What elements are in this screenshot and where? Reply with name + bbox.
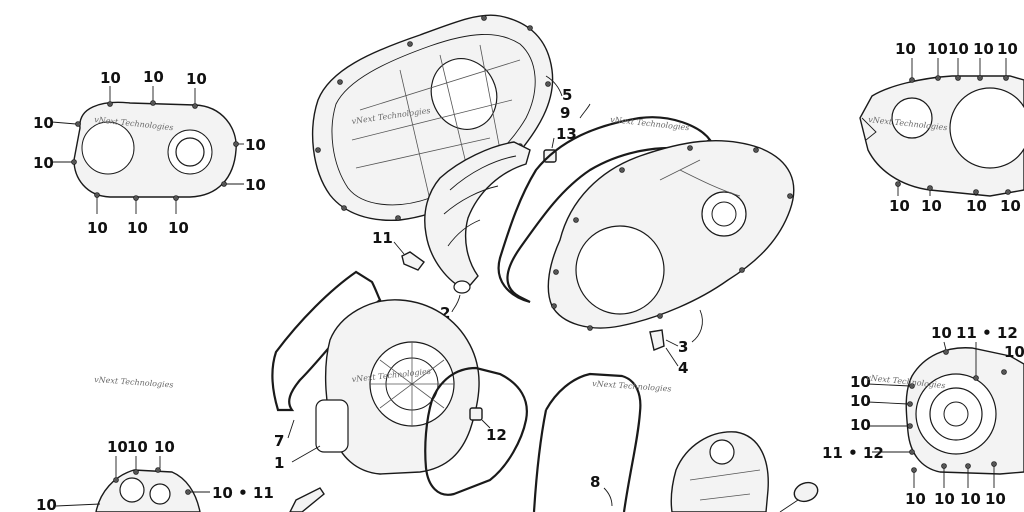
bottom-left-callout-side-1: 10 xyxy=(36,496,57,512)
right-lower-callout-side-4: 11 • 12 xyxy=(822,444,884,462)
bottom-left-callout-top-2: 10 xyxy=(127,438,148,456)
left-callout-bottom-3: 10 xyxy=(168,219,189,237)
right-lower-callout-top-1: 10 xyxy=(931,324,952,342)
clutch-duct-housing: 2 xyxy=(424,141,531,322)
callout-4: 4 xyxy=(678,359,688,377)
right-lower-callout-side-1: 10 xyxy=(850,373,871,391)
right-lower-callout-bottom-2: 10 xyxy=(934,490,955,508)
left-callout-top-2: 10 xyxy=(143,68,164,86)
callout-11: 11 xyxy=(372,229,393,247)
bracket-part xyxy=(289,487,325,512)
right-bottom-callout-2: 10 xyxy=(921,197,942,215)
left-callout-top-1: 10 xyxy=(100,69,121,87)
right-top-callout-1: 10 xyxy=(895,40,916,58)
right-lower-callout-side-2: 10 xyxy=(850,392,871,410)
bottom-left-callout-side-2: 10 • 11 xyxy=(212,484,274,502)
callout-12: 12 xyxy=(486,426,507,444)
callout-2: 2 xyxy=(440,304,450,322)
right-bottom-callout-1: 10 xyxy=(889,197,910,215)
right-top-callout-2: 10 xyxy=(927,40,948,58)
gasket-9: 9 xyxy=(497,103,712,304)
gasket-8: 8 vNext Technologies xyxy=(532,372,672,512)
right-lower-callout-bottom-1: 10 xyxy=(905,490,926,508)
left-callout-top-3: 10 xyxy=(186,70,207,88)
left-callout-bottom-2: 10 xyxy=(127,219,148,237)
right-bottom-callout-4: 10 xyxy=(1000,197,1021,215)
bolt-11: 11 xyxy=(372,229,425,271)
magneto-cover-1: 1 vNext Technologies xyxy=(274,299,480,475)
callout-1: 1 xyxy=(274,454,284,472)
left-callout-side-2: 10 xyxy=(33,154,54,172)
right-cover-view: 10 10 10 10 10 10 10 10 10 vNext Technol… xyxy=(859,40,1024,215)
right-lower-callout-bottom-3: 10 xyxy=(960,490,981,508)
right-lower-callout-side-3: 10 xyxy=(850,416,871,434)
right-lower-view: 10 11 • 12 10 10 10 10 11 • 12 10 10 10 … xyxy=(822,324,1024,508)
cover-gasket: 12 xyxy=(424,366,528,496)
callout-9: 9 xyxy=(560,104,570,122)
callout-5: 5 xyxy=(562,86,572,104)
inner-clutch-cover: vNext Technologies xyxy=(547,115,795,331)
bottom-housing xyxy=(670,431,769,512)
svg-text:vNext Technologies: vNext Technologies xyxy=(592,379,672,394)
right-lower-callout-top-2: 11 • 12 xyxy=(956,324,1018,342)
callout-8: 8 xyxy=(590,473,600,491)
bottom-left-callout-top-3: 10 xyxy=(154,438,175,456)
left-callout-bottom-1: 10 xyxy=(87,219,108,237)
bottom-left-view: 10 10 10 10 10 • 11 xyxy=(36,438,274,512)
callout-7: 7 xyxy=(274,432,284,450)
right-lower-callout-bottom-4: 10 xyxy=(985,490,1006,508)
left-callout-right-1: 10 xyxy=(245,136,266,154)
left-callout-right-2: 10 xyxy=(245,176,266,194)
left-cover-view: 10 10 10 10 10 10 10 10 10 10 vNext Tech… xyxy=(33,68,266,237)
bottom-left-callout-top-1: 10 xyxy=(107,438,128,456)
left-callout-side-1: 10 xyxy=(33,114,54,132)
watermark-left: vNext Technologies xyxy=(94,375,174,390)
drain-plug: 3 4 xyxy=(649,309,703,377)
callout-13: 13 xyxy=(556,125,577,143)
right-top-callout-4: 10 xyxy=(973,40,994,58)
callout-3: 3 xyxy=(678,338,688,356)
right-lower-callout-top-3: 10 xyxy=(1004,343,1024,361)
right-top-callout-5: 10 xyxy=(997,40,1018,58)
right-top-callout-3: 10 xyxy=(948,40,969,58)
dipstick xyxy=(779,481,819,512)
right-bottom-callout-3: 10 xyxy=(966,197,987,215)
